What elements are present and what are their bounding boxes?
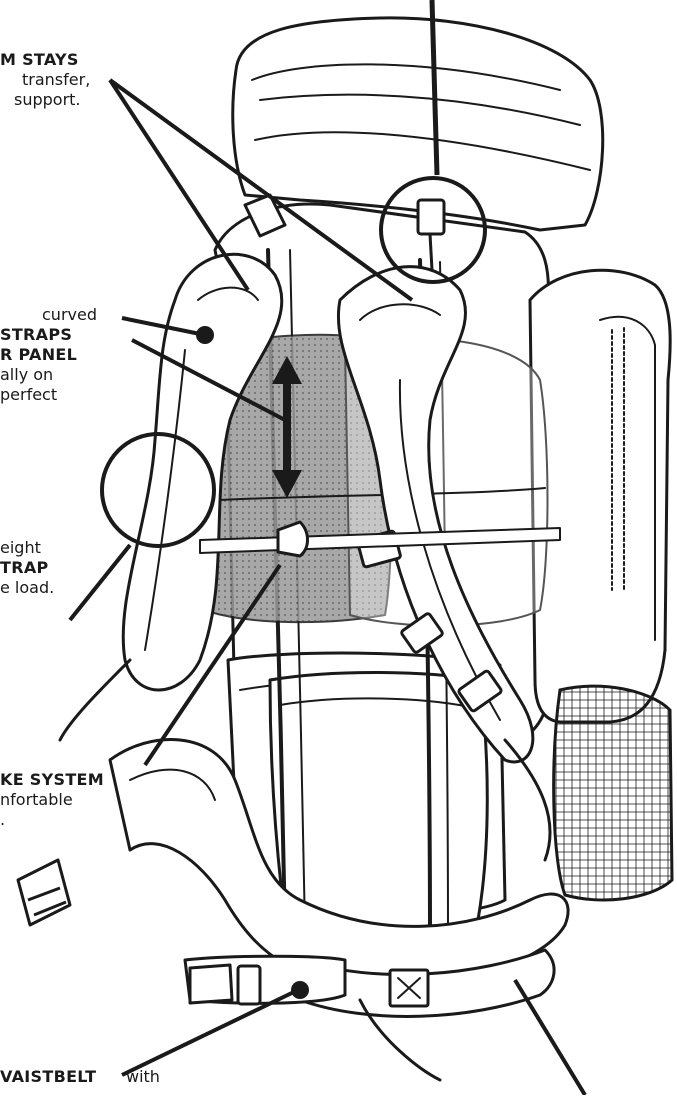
callout-sternum-strap-heading: TRAP xyxy=(0,558,49,578)
callout-sternum-strap-pre: eight xyxy=(0,538,41,558)
callout-back-system-heading: KE SYSTEM xyxy=(0,770,104,790)
callout-back-system-line-1: nfortable xyxy=(0,790,73,810)
callout-harness-panel-line-2: perfect xyxy=(0,385,57,405)
callout-sternum-strap-line-1: e load. xyxy=(0,578,54,598)
callout-frame-stays-line-1: transfer, xyxy=(22,70,90,90)
callout-frame-stays-line-2: support. xyxy=(14,90,81,110)
callout-harness-panel-heading: R PANEL xyxy=(0,345,77,365)
callout-waistbelt-post: with xyxy=(126,1067,160,1087)
callout-waistbelt-heading: VAISTBELT xyxy=(0,1067,96,1087)
callout-harness-panel-line-1: ally on xyxy=(0,365,53,385)
callout-frame-stays-heading: M STAYS xyxy=(0,50,79,70)
callout-back-system-line-2: . xyxy=(0,810,5,830)
callout-shoulder-straps-pre: curved xyxy=(42,305,97,325)
callout-shoulder-straps-heading: STRAPS xyxy=(0,325,72,345)
